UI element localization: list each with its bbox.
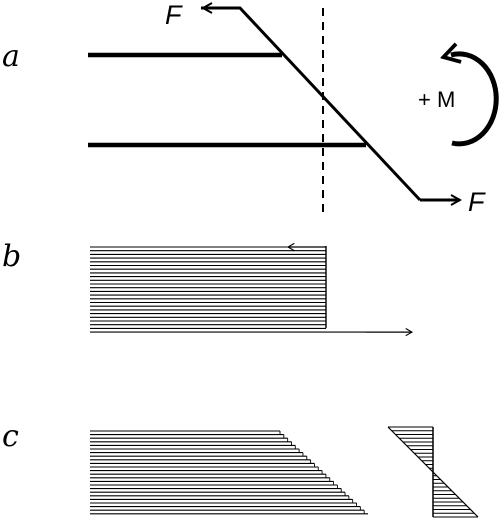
panel-a-label: a: [2, 39, 20, 74]
force-top-label: F: [165, 0, 183, 30]
moment-label: + M: [418, 87, 455, 112]
panel-b: b: [2, 239, 414, 337]
force-bottom-label: F: [468, 187, 486, 217]
diagonal-member-line: [201, 6, 422, 202]
panel-a: a F F + M: [2, 0, 499, 217]
panel-b-label: b: [2, 239, 21, 274]
stress-distribution-diagram: [387, 426, 479, 518]
moment-arrow-icon: [451, 54, 499, 147]
panel-c: c: [2, 419, 479, 518]
panel-c-label: c: [2, 419, 19, 454]
panel-c-strips: [90, 430, 368, 515]
panel-b-strips: [90, 242, 414, 337]
